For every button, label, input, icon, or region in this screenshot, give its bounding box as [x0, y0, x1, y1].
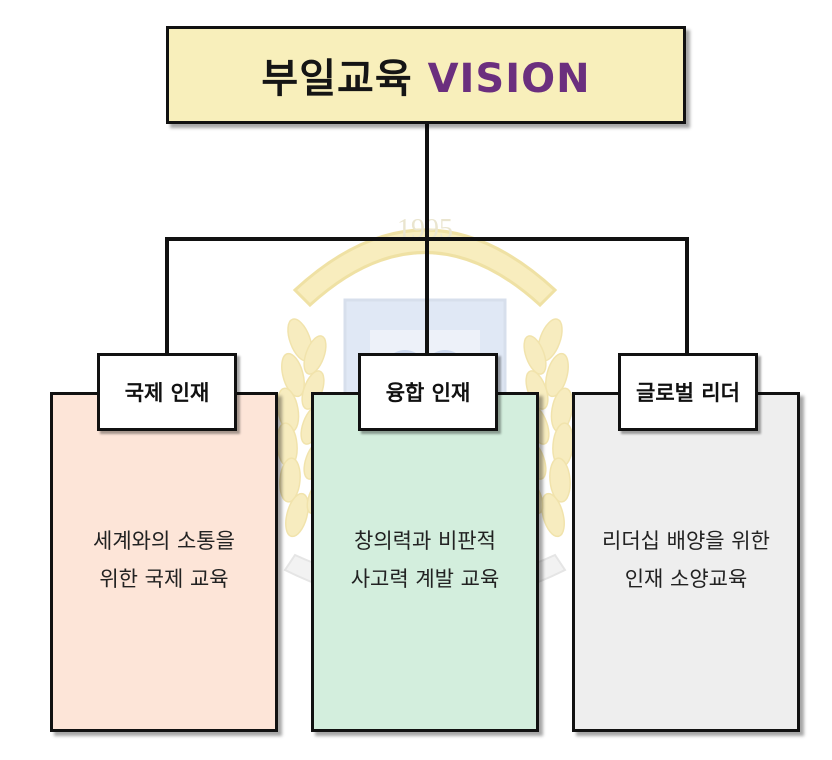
vision-title-accent: VISION — [427, 56, 591, 102]
emblem-year: 1995 — [397, 214, 453, 245]
branch-description: 리더십 배양을 위한 인재 소양교육 — [602, 522, 770, 598]
branch-description-line: 세계와의 소통을 — [93, 529, 235, 553]
branch-description-line: 리더십 배양을 위한 — [602, 529, 770, 553]
branch-description-line: 위한 국제 교육 — [99, 567, 229, 591]
branch-card-global-talent: 세계와의 소통을 위한 국제 교육 — [50, 392, 278, 732]
branch-description: 창의력과 비판적 사고력 계발 교육 — [351, 522, 500, 598]
vision-title-box: 부일교육 VISION — [166, 26, 686, 124]
branch-label-box: 융합 인재 — [358, 353, 498, 431]
branch-card-global-leader: 리더십 배양을 위한 인재 소양교육 — [572, 392, 800, 732]
branch-description-line: 인재 소양교육 — [624, 567, 748, 591]
branch-description-line: 창의력과 비판적 — [354, 529, 496, 553]
branch-label: 융합 인재 — [385, 381, 471, 405]
vision-title: 부일교육 VISION — [261, 46, 590, 104]
branch-description: 세계와의 소통을 위한 국제 교육 — [93, 522, 235, 598]
branch-label: 글로벌 리더 — [636, 381, 740, 405]
branch-label-box: 국제 인재 — [97, 353, 237, 431]
branch-card-convergence-talent: 창의력과 비판적 사고력 계발 교육 — [311, 392, 539, 732]
vision-title-main: 부일교육 — [261, 56, 413, 102]
branch-label-box: 글로벌 리더 — [618, 353, 758, 431]
branch-description-line: 사고력 계발 교육 — [350, 567, 500, 591]
branch-label: 국제 인재 — [124, 381, 210, 405]
